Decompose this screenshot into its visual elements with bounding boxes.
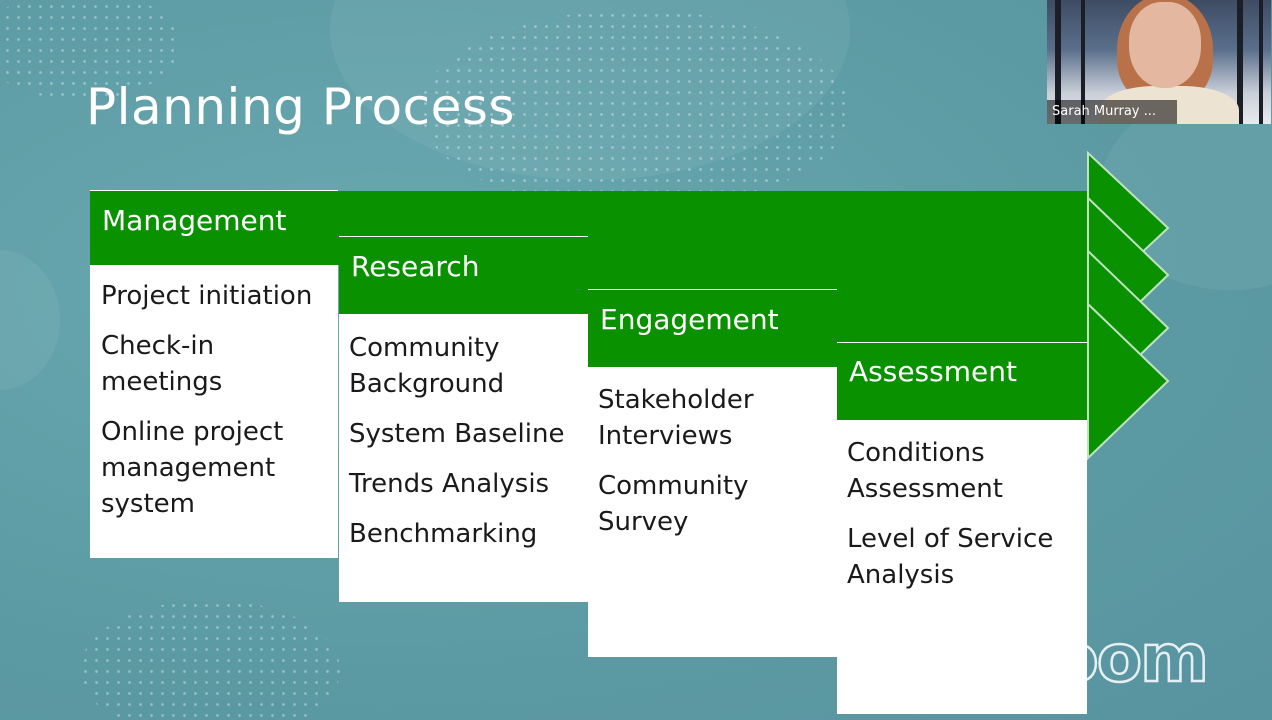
stage-items: Stakeholder Interviews Community Survey: [598, 382, 830, 554]
participant-video-tile[interactable]: Sarah Murray ...: [1047, 0, 1271, 124]
background-tree: [1259, 0, 1263, 124]
list-item: Online project management system: [101, 417, 284, 519]
stage-items: Conditions Assessment Level of Service A…: [847, 435, 1079, 607]
decor-dots: [80, 600, 340, 720]
decor-dots: [420, 10, 850, 210]
list-item: Community Survey: [598, 471, 749, 537]
background-tree: [1081, 0, 1085, 124]
list-item: System Baseline: [349, 419, 565, 449]
zoom-logo: zoom: [1016, 619, 1210, 699]
list-item: Conditions Assessment: [847, 438, 1003, 504]
decor-dots: [0, 0, 180, 100]
participant-face: [1129, 2, 1201, 88]
list-item: Benchmarking: [349, 519, 538, 549]
list-item: Community Background: [349, 333, 505, 399]
stage-label: Management: [102, 204, 287, 237]
background-tree: [1055, 0, 1061, 124]
stage-label: Engagement: [600, 303, 779, 336]
arrow-head-icon: [1087, 301, 1170, 461]
list-item: Level of Service Analysis: [847, 524, 1054, 590]
stage-label: Research: [351, 250, 480, 283]
decor-blob: [0, 250, 60, 390]
list-item: Trends Analysis: [349, 469, 550, 499]
list-item: Stakeholder Interviews: [598, 385, 754, 451]
stage-items: Community Background System Baseline Tre…: [349, 330, 581, 566]
slide-title: Planning Process: [86, 78, 515, 136]
list-item: Check-in meetings: [101, 331, 223, 397]
list-item: Project initiation: [101, 281, 313, 311]
stage-label: Assessment: [849, 355, 1017, 388]
stage-items: Project initiation Check-in meetings Onl…: [101, 278, 333, 536]
participant-name-label: Sarah Murray ...: [1047, 100, 1177, 124]
arrow-band: [837, 343, 1092, 420]
background-tree: [1237, 0, 1243, 124]
